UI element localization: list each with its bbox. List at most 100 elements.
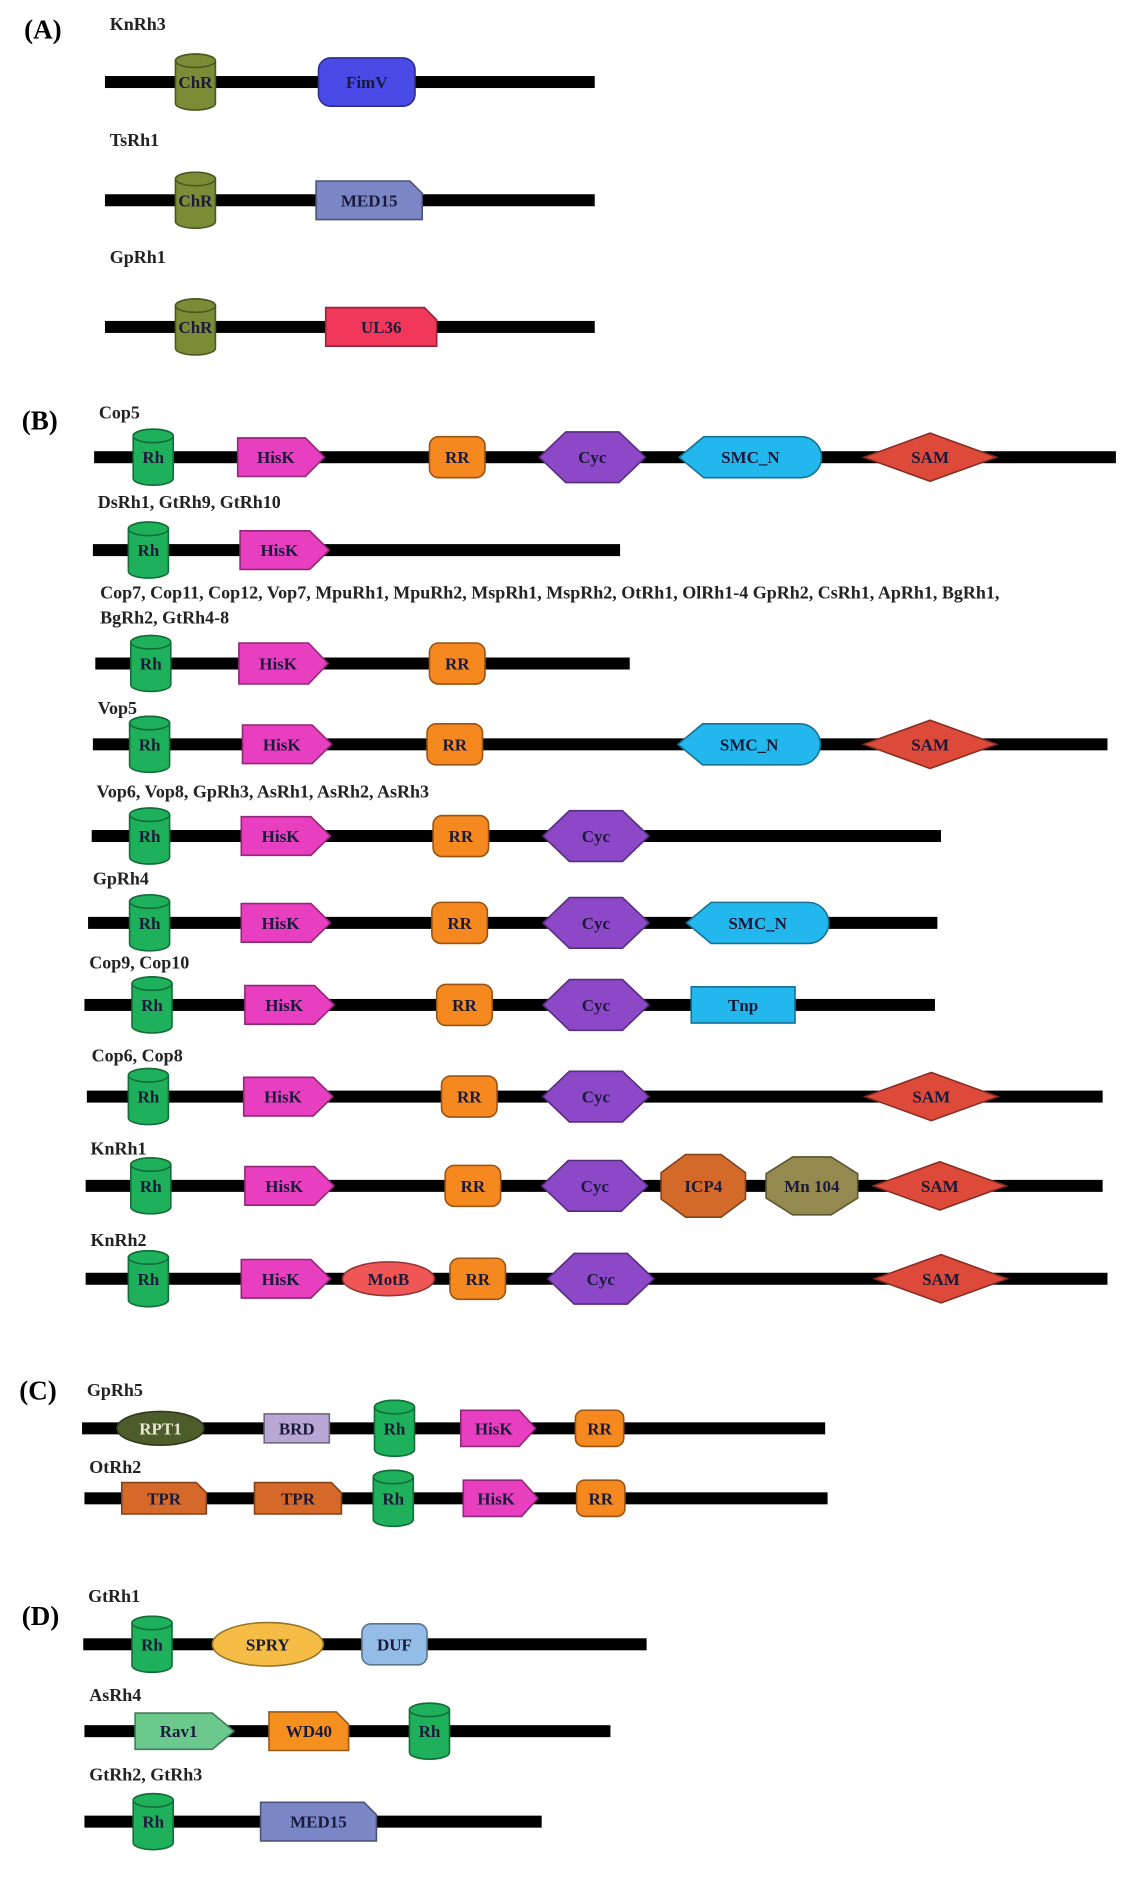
domain-label: RR (443, 735, 468, 754)
domain-label: Cyc (587, 1270, 616, 1289)
ellipse-icon (341, 1261, 436, 1297)
protein-name: Cop9, Cop10 (89, 953, 189, 973)
domain-label: HisK (264, 1088, 303, 1107)
domain-label: SAM (922, 1270, 960, 1289)
hexagon-icon (540, 1159, 649, 1212)
protein-name: OtRh2 (89, 1457, 141, 1477)
protein-backbone (92, 738, 1108, 751)
domain-cyc: Cyc (541, 1070, 651, 1123)
domain-label: RR (587, 1419, 612, 1438)
domain-label: HisK (265, 996, 304, 1015)
domain-sam: SAM (861, 432, 999, 483)
domain-label: Rh (140, 1177, 162, 1196)
rounded-square-icon (361, 1622, 428, 1666)
domain-label: Rh (138, 1088, 160, 1107)
domain-med15: MED15 (315, 180, 424, 221)
clipped-rect-icon (268, 1711, 350, 1752)
domain-label: Rh (140, 655, 162, 674)
cylinder-icon (128, 807, 171, 865)
protein-name: KnRh2 (90, 1230, 146, 1250)
pentagon-arrow-icon (244, 984, 336, 1025)
rounded-square-icon (574, 1409, 625, 1448)
domain-label: SAM (912, 1088, 950, 1107)
domain-hisk: HisK (240, 1258, 332, 1299)
domain-label: MED15 (341, 191, 398, 210)
domain-icp4: ICP4 (660, 1153, 747, 1218)
rounded-square-icon (428, 642, 486, 685)
cylinder-icon (174, 171, 217, 230)
domain-label: HisK (262, 827, 301, 846)
domain-cyc: Cyc (541, 978, 651, 1032)
protein-name: Cop5 (99, 403, 140, 423)
pentagon-arrow-icon (236, 437, 326, 478)
pentagon-arrow-icon (134, 1712, 236, 1751)
domain-label: RPT1 (139, 1419, 182, 1438)
cylinder-icon (174, 53, 217, 111)
hexagon-icon (541, 1070, 651, 1123)
pentagon-arrow-icon (244, 1165, 336, 1206)
domain-label: RR (447, 914, 472, 933)
pentagon-arrow-icon (240, 815, 332, 857)
domain-sam: SAM (861, 719, 999, 770)
domain-hisk: HisK (238, 642, 330, 685)
domain-wd40: WD40 (268, 1711, 350, 1752)
domain-chr: ChR (174, 298, 217, 356)
domain-chr: ChR (174, 53, 217, 111)
domain-label: Cyc (582, 914, 611, 933)
domain-label: Cyc (582, 996, 611, 1015)
domain-duf: DUF (361, 1622, 428, 1666)
clipped-rect-icon (315, 180, 424, 221)
domain-label: UL36 (361, 318, 402, 337)
domain-label: SMC_N (721, 448, 780, 467)
pentagon-arrow-icon (240, 1258, 332, 1299)
domain-label: Rh (139, 735, 161, 754)
protein-backbone (84, 998, 935, 1011)
domain-label: Rh (382, 1489, 404, 1508)
domain-mn104: Mn 104 (765, 1156, 859, 1216)
cylinder-icon (372, 1469, 415, 1528)
hexagon-icon (541, 809, 651, 863)
domain-rr: RR (432, 814, 490, 858)
domain-label: HisK (263, 735, 302, 754)
domain-label: Rh (139, 914, 161, 933)
domain-rh: Rh (408, 1702, 451, 1760)
domain-label: Rh (142, 1813, 164, 1832)
domain-label: TPR (147, 1489, 182, 1508)
domain-label: HisK (257, 448, 296, 467)
domain-label: DUF (377, 1635, 412, 1654)
domain-cyc: Cyc (538, 431, 647, 484)
domain-label: FimV (346, 73, 388, 92)
cylinder-icon (129, 1157, 172, 1215)
protein-name: Cop7, Cop11, Cop12, Vop7, MpuRh1, MpuRh2… (100, 582, 999, 602)
diamond-icon (862, 1071, 1001, 1122)
protein-name-line2: BgRh2, GtRh4-8 (100, 608, 229, 628)
domain-label: Rh (384, 1419, 406, 1438)
domain-sam: SAM (862, 1071, 1001, 1122)
domain-fimv: FimV (317, 57, 416, 107)
rounded-square-icon (426, 723, 484, 766)
domain-rh: Rh (128, 807, 171, 865)
domain-hisk: HisK (244, 1165, 336, 1206)
domain-chr: ChR (174, 171, 217, 230)
pentagon-arrow-icon (239, 529, 331, 571)
domain-label: SPRY (246, 1635, 290, 1654)
domain-cyc: Cyc (546, 1252, 656, 1305)
pentagon-arrow-icon (459, 1409, 537, 1448)
domain-rpt1: RPT1 (116, 1410, 205, 1447)
clipped-rect-icon (253, 1481, 343, 1515)
diamond-icon (871, 1160, 1009, 1211)
domain-hisk: HisK (462, 1479, 540, 1518)
cylinder-icon (128, 894, 171, 952)
domain-label: Rh (141, 1635, 163, 1654)
protein-row: Vop6, Vop8, GpRh3, AsRh1, AsRh2, AsRh3Rh… (91, 781, 941, 865)
domain-label: Rav1 (160, 1722, 198, 1741)
domain-rr: RR (440, 1075, 498, 1118)
rounded-rect-icon (317, 57, 416, 107)
